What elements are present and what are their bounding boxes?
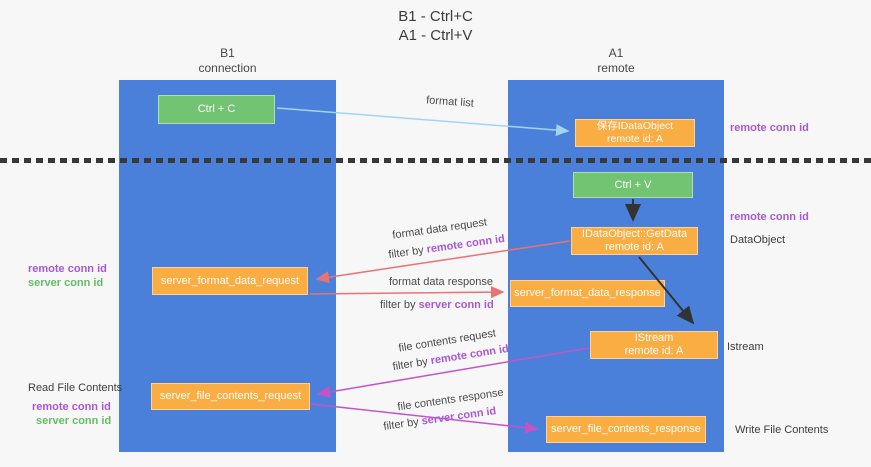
- right-column-name: A1: [608, 46, 624, 60]
- filter-by-text: filter by: [387, 243, 428, 262]
- server-file-contents-response-label: server_file_contents_response: [551, 423, 701, 435]
- getdata-line1: IDataObject::GetData: [581, 228, 688, 240]
- left-column-name: B1: [220, 46, 235, 60]
- server-conn-id-text: server conn id: [418, 299, 494, 311]
- idataobject-getdata-box: IDataObject::GetData remote id: A: [571, 227, 698, 255]
- arrow-format-data-response: [309, 286, 505, 299]
- diagram-title: B1 - Ctrl+C A1 - Ctrl+V: [0, 7, 871, 45]
- ctrl-v-label: Ctrl + V: [614, 178, 652, 191]
- format-list-label: format list: [425, 94, 475, 110]
- filter-by-text: filter by: [380, 299, 419, 311]
- server-conn-id-left-upper: server conn id: [28, 277, 104, 289]
- dataobject-label: DataObject: [730, 234, 786, 246]
- ctrl-c-box: Ctrl + C: [158, 95, 275, 124]
- remote-conn-id-top-right: remote conn id: [730, 122, 809, 134]
- remote-conn-id-left-upper: remote conn id: [28, 263, 107, 275]
- save-idataobject-box: 保存IDataObject remote id: A: [575, 119, 695, 147]
- remote-conn-id-left-lower: remote conn id: [32, 401, 111, 413]
- server-format-data-request-label: server_format_data_request: [160, 274, 300, 287]
- right-column-header: A1 remote: [508, 46, 724, 76]
- ctrl-v-box: Ctrl + V: [573, 172, 693, 198]
- istream-line1: IStream: [634, 332, 674, 344]
- dashed-separator: [0, 158, 871, 163]
- server-file-contents-request-label: server_file_contents_request: [159, 390, 302, 402]
- title-line-2: A1 - Ctrl+V: [398, 27, 473, 44]
- save-idataobject-line1: 保存IDataObject: [596, 120, 674, 132]
- server-format-data-request-box: server_format_data_request: [152, 267, 308, 295]
- server-format-data-response-box: server_format_data_response: [510, 280, 665, 307]
- format-data-response-label: format data response: [389, 276, 493, 288]
- server-conn-id-left-lower: server conn id: [36, 415, 112, 427]
- getdata-line2: remote id: A: [605, 241, 664, 253]
- write-file-contents-label: Write File Contents: [735, 424, 829, 436]
- filter-by-text: filter by: [382, 415, 423, 433]
- left-column-subtitle: connection: [198, 61, 257, 75]
- read-file-contents-label: Read File Contents: [28, 382, 123, 394]
- format-data-response-filter-label: filter by server conn id: [380, 299, 494, 311]
- server-format-data-response-label: server_format_data_response: [514, 287, 661, 299]
- left-column-header: B1 connection: [119, 46, 336, 76]
- ctrl-c-label: Ctrl + C: [197, 103, 236, 115]
- title-line-1: B1 - Ctrl+C: [398, 8, 473, 25]
- istream-box: IStream remote id: A: [590, 331, 718, 359]
- right-column-subtitle: remote: [597, 61, 635, 75]
- server-file-contents-response-box: server_file_contents_response: [546, 416, 706, 443]
- server-file-contents-request-box: server_file_contents_request: [151, 383, 310, 410]
- save-idataobject-line2: remote id: A: [606, 133, 664, 145]
- remote-conn-id-text: remote conn id: [425, 232, 506, 256]
- filter-by-text: filter by: [391, 355, 432, 374]
- remote-conn-id-mid-right: remote conn id: [730, 211, 809, 223]
- istream-line2: remote id: A: [624, 345, 684, 357]
- istream-side-label: Istream: [727, 341, 764, 353]
